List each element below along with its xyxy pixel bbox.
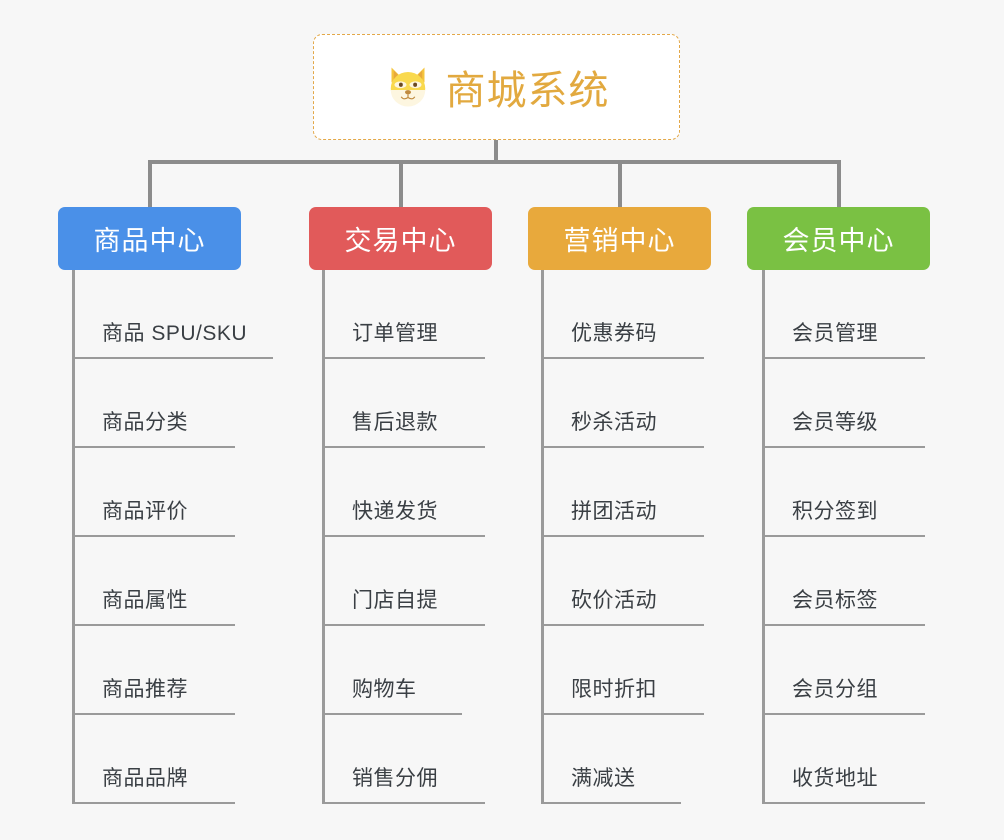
leaf-item-label: 门店自提 (352, 589, 438, 612)
leaf-item-underline (322, 624, 485, 626)
leaf-item-underline (541, 446, 704, 448)
category-header-label: 商品中心 (93, 226, 206, 256)
connector-drop-3 (618, 160, 622, 207)
leaf-item-underline (72, 802, 235, 804)
leaf-item[interactable]: 积分签到 (762, 448, 935, 537)
leaf-item-underline (541, 802, 681, 804)
leaf-item[interactable]: 商品 SPU/SKU (72, 270, 283, 359)
leaf-item-label: 限时折扣 (571, 678, 657, 701)
leaf-item-underline (72, 713, 235, 715)
leaf-item-label: 秒杀活动 (571, 411, 657, 434)
leaf-item-underline (762, 535, 925, 537)
leaf-item-underline (72, 357, 273, 359)
leaf-item[interactable]: 快递发货 (322, 448, 495, 537)
leaf-item-underline (322, 802, 485, 804)
category-header-2[interactable]: 交易中心 (309, 207, 492, 270)
leaf-item-underline (72, 446, 235, 448)
branch-trunk (322, 270, 325, 804)
connector-drop-1 (148, 160, 152, 207)
category-header-label: 会员中心 (782, 226, 895, 256)
leaf-item-underline (72, 535, 235, 537)
leaf-item-underline (322, 713, 462, 715)
leaf-item-label: 商品评价 (102, 500, 188, 523)
leaf-item-underline (541, 624, 704, 626)
leaf-item[interactable]: 拼团活动 (541, 448, 714, 537)
leaf-item-label: 商品品牌 (102, 767, 188, 790)
leaf-item[interactable]: 砍价活动 (541, 537, 714, 626)
leaf-item[interactable]: 会员标签 (762, 537, 935, 626)
leaf-item[interactable]: 优惠券码 (541, 270, 714, 359)
leaf-item[interactable]: 商品评价 (72, 448, 245, 537)
leaf-item-label: 商品推荐 (102, 678, 188, 701)
leaf-item-label: 购物车 (352, 678, 417, 701)
leaf-item-underline (322, 535, 485, 537)
leaf-item-underline (762, 624, 925, 626)
leaf-item[interactable]: 售后退款 (322, 359, 495, 448)
leaf-item-label: 满减送 (571, 767, 636, 790)
leaf-item[interactable]: 限时折扣 (541, 626, 714, 715)
leaf-item[interactable]: 商品属性 (72, 537, 245, 626)
leaf-item[interactable]: 满减送 (541, 715, 691, 804)
leaf-item[interactable]: 门店自提 (322, 537, 495, 626)
leaf-item-label: 销售分佣 (352, 767, 438, 790)
connector-horizontal-bus (150, 160, 840, 164)
branch-trunk (762, 270, 765, 804)
connector-drop-4 (837, 160, 841, 207)
leaf-item-label: 会员等级 (792, 411, 878, 434)
leaf-item-underline (322, 357, 485, 359)
leaf-item[interactable]: 秒杀活动 (541, 359, 714, 448)
leaf-item-label: 优惠券码 (571, 322, 657, 345)
connector-drop-2 (399, 160, 403, 207)
category-header-label: 营销中心 (563, 226, 676, 256)
branch-trunk (72, 270, 75, 804)
leaf-item-label: 收货地址 (792, 767, 878, 790)
leaf-item[interactable]: 购物车 (322, 626, 472, 715)
leaf-item-underline (762, 802, 925, 804)
leaf-item-label: 商品分类 (102, 411, 188, 434)
leaf-item[interactable]: 商品推荐 (72, 626, 245, 715)
leaf-item-label: 会员标签 (792, 589, 878, 612)
leaf-item-underline (762, 446, 925, 448)
leaf-item-label: 砍价活动 (571, 589, 657, 612)
leaf-item[interactable]: 会员分组 (762, 626, 935, 715)
leaf-item-label: 售后退款 (352, 411, 438, 434)
leaf-item[interactable]: 会员管理 (762, 270, 935, 359)
leaf-item-underline (541, 713, 704, 715)
leaf-item-label: 商品属性 (102, 589, 188, 612)
leaf-item-label: 订单管理 (352, 322, 438, 345)
root-node[interactable]: 商城系统 (313, 34, 680, 140)
leaf-item-underline (541, 535, 704, 537)
category-header-1[interactable]: 商品中心 (58, 207, 241, 270)
leaf-item-label: 快递发货 (352, 500, 438, 523)
leaf-item-label: 会员管理 (792, 322, 878, 345)
leaf-item[interactable]: 会员等级 (762, 359, 935, 448)
shiba-dog-face-icon (384, 63, 432, 111)
leaf-item[interactable]: 订单管理 (322, 270, 495, 359)
root-title: 商城系统 (445, 69, 610, 113)
leaf-item-underline (541, 357, 704, 359)
leaf-item[interactable]: 商品分类 (72, 359, 245, 448)
leaf-item-label: 商品 SPU/SKU (102, 322, 248, 345)
leaf-item-underline (72, 624, 235, 626)
leaf-item-label: 会员分组 (792, 678, 878, 701)
leaf-item[interactable]: 商品品牌 (72, 715, 245, 804)
leaf-item-label: 积分签到 (792, 500, 878, 523)
leaf-item-label: 拼团活动 (571, 500, 657, 523)
category-header-3[interactable]: 营销中心 (528, 207, 711, 270)
leaf-item-underline (322, 446, 485, 448)
leaf-item-underline (762, 357, 925, 359)
leaf-item-underline (762, 713, 925, 715)
connector-root-stem (494, 140, 498, 163)
category-header-4[interactable]: 会员中心 (747, 207, 930, 270)
leaf-item[interactable]: 销售分佣 (322, 715, 495, 804)
leaf-item[interactable]: 收货地址 (762, 715, 935, 804)
category-header-label: 交易中心 (344, 226, 457, 256)
branch-trunk (541, 270, 544, 804)
